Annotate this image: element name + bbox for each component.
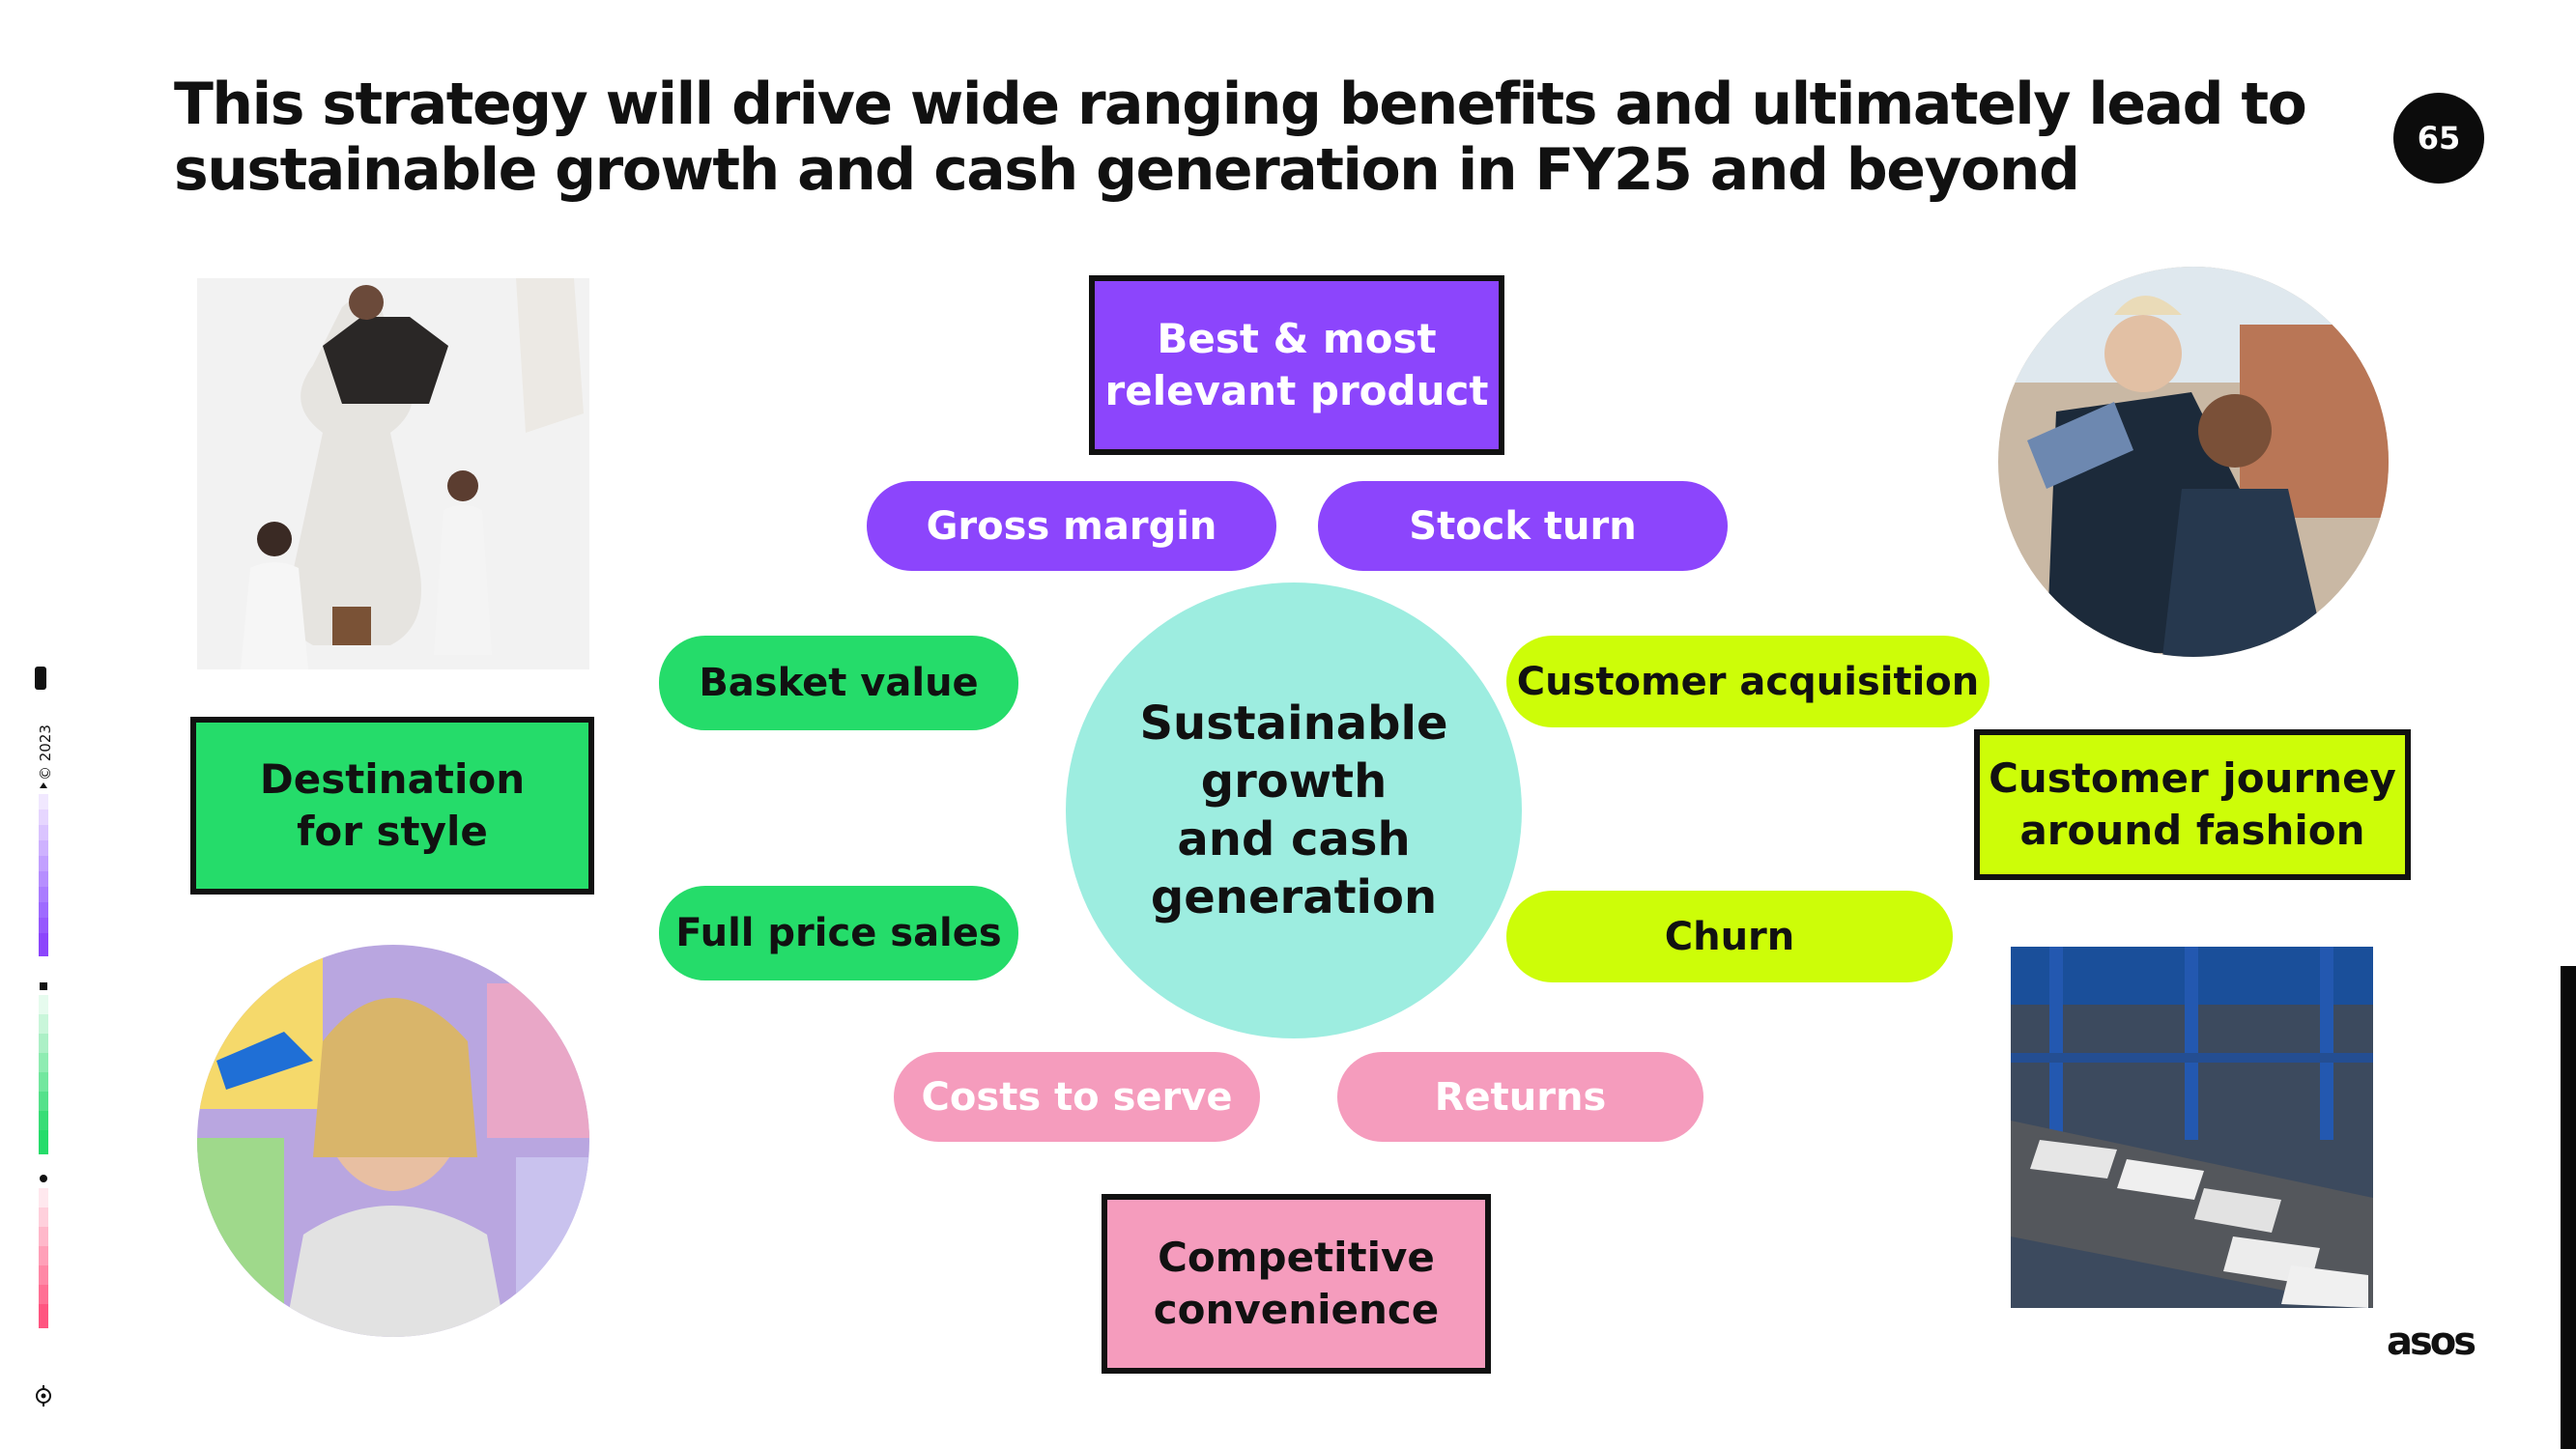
slide-title: This strategy will drive wide ranging be…	[174, 71, 2307, 204]
triangle-marker	[40, 782, 47, 788]
square-marker	[40, 982, 47, 990]
model-sneakers-image	[197, 945, 589, 1337]
pill-full-price-sales: Full price sales	[659, 886, 1018, 980]
pill-stock-turn: Stock turn	[1318, 481, 1728, 571]
photo-model-sneakers	[197, 945, 589, 1337]
purple-gradient-bar	[39, 794, 48, 956]
target-icon	[36, 1385, 51, 1406]
right-edge-bar	[2561, 966, 2576, 1449]
pillar-best-relevant-product: Best & most relevant product	[1089, 275, 1504, 455]
page-number-badge: 65	[2393, 93, 2484, 184]
asos-logo: asos	[2387, 1320, 2476, 1364]
pill-basket-value: Basket value	[659, 636, 1018, 730]
pill-costs-to-serve: Costs to serve	[894, 1052, 1260, 1142]
asos-mini-logo	[35, 667, 46, 690]
photo-fashion-models	[197, 278, 589, 669]
green-gradient-bar	[39, 995, 48, 1154]
dot-marker	[40, 1175, 47, 1182]
photo-warehouse	[2011, 947, 2373, 1308]
photo-couple-street	[1998, 267, 2389, 657]
fashion-models-image	[197, 278, 589, 669]
pillar-customer-journey: Customer journey around fashion	[1974, 729, 2411, 880]
pill-customer-acquisition: Customer acquisition	[1506, 636, 1989, 727]
couple-street-image	[1998, 267, 2389, 657]
pillar-competitive-convenience: Competitive convenience	[1102, 1194, 1491, 1374]
color-legend-strip	[35, 667, 51, 1406]
pill-returns: Returns	[1337, 1052, 1703, 1142]
pill-gross-margin: Gross margin	[867, 481, 1276, 571]
warehouse-conveyor-image	[2011, 947, 2373, 1308]
pill-churn: Churn	[1506, 891, 1953, 982]
pillar-destination-for-style: Destination for style	[190, 717, 594, 895]
center-sustainable-growth: Sustainable growth and cash generation	[1066, 582, 1522, 1038]
pink-gradient-bar	[39, 1188, 48, 1328]
